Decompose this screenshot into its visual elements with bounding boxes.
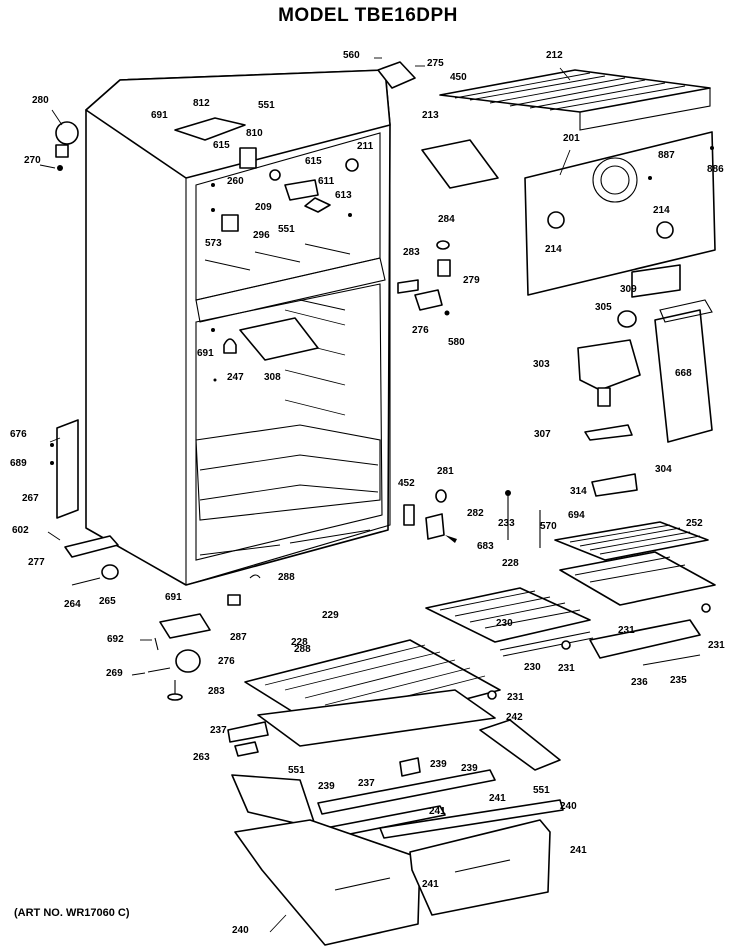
part-label-573: 573 <box>205 238 222 249</box>
part-label-237: 237 <box>210 725 227 736</box>
part-label-280: 280 <box>32 95 49 106</box>
part-label-212: 212 <box>546 50 563 61</box>
part-label-230: 230 <box>496 618 513 629</box>
left-parts <box>50 121 261 701</box>
part-label-611: 611 <box>318 176 335 187</box>
right-upper-parts <box>377 61 716 548</box>
part-label-265: 265 <box>99 596 116 607</box>
part-label-692: 692 <box>107 634 124 645</box>
part-label-691: 691 <box>165 592 182 603</box>
part-label-270: 270 <box>24 155 41 166</box>
part-label-211: 211 <box>357 141 374 152</box>
part-label-269: 269 <box>106 668 123 679</box>
part-label-570: 570 <box>540 521 557 532</box>
part-label-240: 240 <box>560 801 577 812</box>
part-label-288: 288 <box>294 644 311 655</box>
part-label-228: 228 <box>291 637 308 648</box>
part-label-560: 560 <box>343 50 360 61</box>
part-label-237: 237 <box>358 778 375 789</box>
part-label-241: 241 <box>422 879 439 890</box>
part-label-812: 812 <box>193 98 210 109</box>
part-label-281: 281 <box>437 466 454 477</box>
cabinet <box>85 69 391 586</box>
part-label-887: 887 <box>658 150 675 161</box>
part-label-668: 668 <box>675 368 692 379</box>
part-label-241: 241 <box>429 806 446 817</box>
part-label-304: 304 <box>655 464 672 475</box>
part-label-239: 239 <box>461 763 478 774</box>
part-label-694: 694 <box>568 510 585 521</box>
part-label-241: 241 <box>570 845 587 856</box>
part-label-231: 231 <box>618 625 635 636</box>
part-label-233: 233 <box>498 518 515 529</box>
part-label-260: 260 <box>227 176 244 187</box>
part-label-239: 239 <box>318 781 335 792</box>
part-label-276: 276 <box>218 656 235 667</box>
part-label-230: 230 <box>524 662 541 673</box>
part-label-235: 235 <box>670 675 687 686</box>
part-label-452: 452 <box>398 478 415 489</box>
part-label-201: 201 <box>563 133 580 144</box>
part-label-241: 241 <box>489 793 506 804</box>
part-label-689: 689 <box>10 458 27 469</box>
part-label-275: 275 <box>427 58 444 69</box>
part-label-296: 296 <box>253 230 270 241</box>
part-label-551: 551 <box>278 224 295 235</box>
part-label-886: 886 <box>707 164 724 175</box>
part-label-247: 247 <box>227 372 244 383</box>
part-label-303: 303 <box>533 359 550 370</box>
part-label-240: 240 <box>232 925 249 936</box>
part-label-264: 264 <box>64 599 81 610</box>
lower-assembly <box>227 639 564 946</box>
part-label-615: 615 <box>213 140 230 151</box>
part-label-231: 231 <box>507 692 524 703</box>
art-number: (ART NO. WR17060 C) <box>14 907 130 919</box>
part-label-229: 229 <box>322 610 339 621</box>
part-label-691: 691 <box>151 110 168 121</box>
part-label-613: 613 <box>335 190 352 201</box>
part-label-305: 305 <box>595 302 612 313</box>
part-label-282: 282 <box>467 508 484 519</box>
part-label-810: 810 <box>246 128 263 139</box>
diagram-title: MODEL TBE16DPH <box>278 5 458 26</box>
part-label-236: 236 <box>631 677 648 688</box>
part-label-209: 209 <box>255 202 272 213</box>
part-label-267: 267 <box>22 493 39 504</box>
part-label-551: 551 <box>533 785 550 796</box>
part-label-213: 213 <box>422 110 439 121</box>
part-label-239: 239 <box>430 759 447 770</box>
part-label-283: 283 <box>403 247 420 258</box>
part-label-691: 691 <box>197 348 214 359</box>
part-label-308: 308 <box>264 372 281 383</box>
part-label-450: 450 <box>450 72 467 83</box>
part-label-263: 263 <box>193 752 210 763</box>
part-label-276: 276 <box>412 325 429 336</box>
part-label-242: 242 <box>506 712 523 723</box>
part-label-551: 551 <box>288 765 305 776</box>
part-label-307: 307 <box>534 429 551 440</box>
right-shelves <box>425 521 716 666</box>
part-label-252: 252 <box>686 518 703 529</box>
part-label-231: 231 <box>708 640 725 651</box>
part-label-288: 288 <box>278 572 295 583</box>
part-label-228: 228 <box>502 558 519 569</box>
part-label-287: 287 <box>230 632 247 643</box>
part-label-580: 580 <box>448 337 465 348</box>
part-label-279: 279 <box>463 275 480 286</box>
part-label-683: 683 <box>477 541 494 552</box>
part-label-214: 214 <box>653 205 670 216</box>
part-label-283: 283 <box>208 686 225 697</box>
part-label-309: 309 <box>620 284 637 295</box>
part-label-277: 277 <box>28 557 45 568</box>
part-label-615: 615 <box>305 156 322 167</box>
part-label-551: 551 <box>258 100 275 111</box>
part-label-676: 676 <box>10 429 27 440</box>
part-label-214: 214 <box>545 244 562 255</box>
part-label-284: 284 <box>438 214 455 225</box>
part-label-231: 231 <box>558 663 575 674</box>
leader-lines <box>39 57 571 933</box>
part-label-602: 602 <box>12 525 29 536</box>
part-label-314: 314 <box>570 486 587 497</box>
